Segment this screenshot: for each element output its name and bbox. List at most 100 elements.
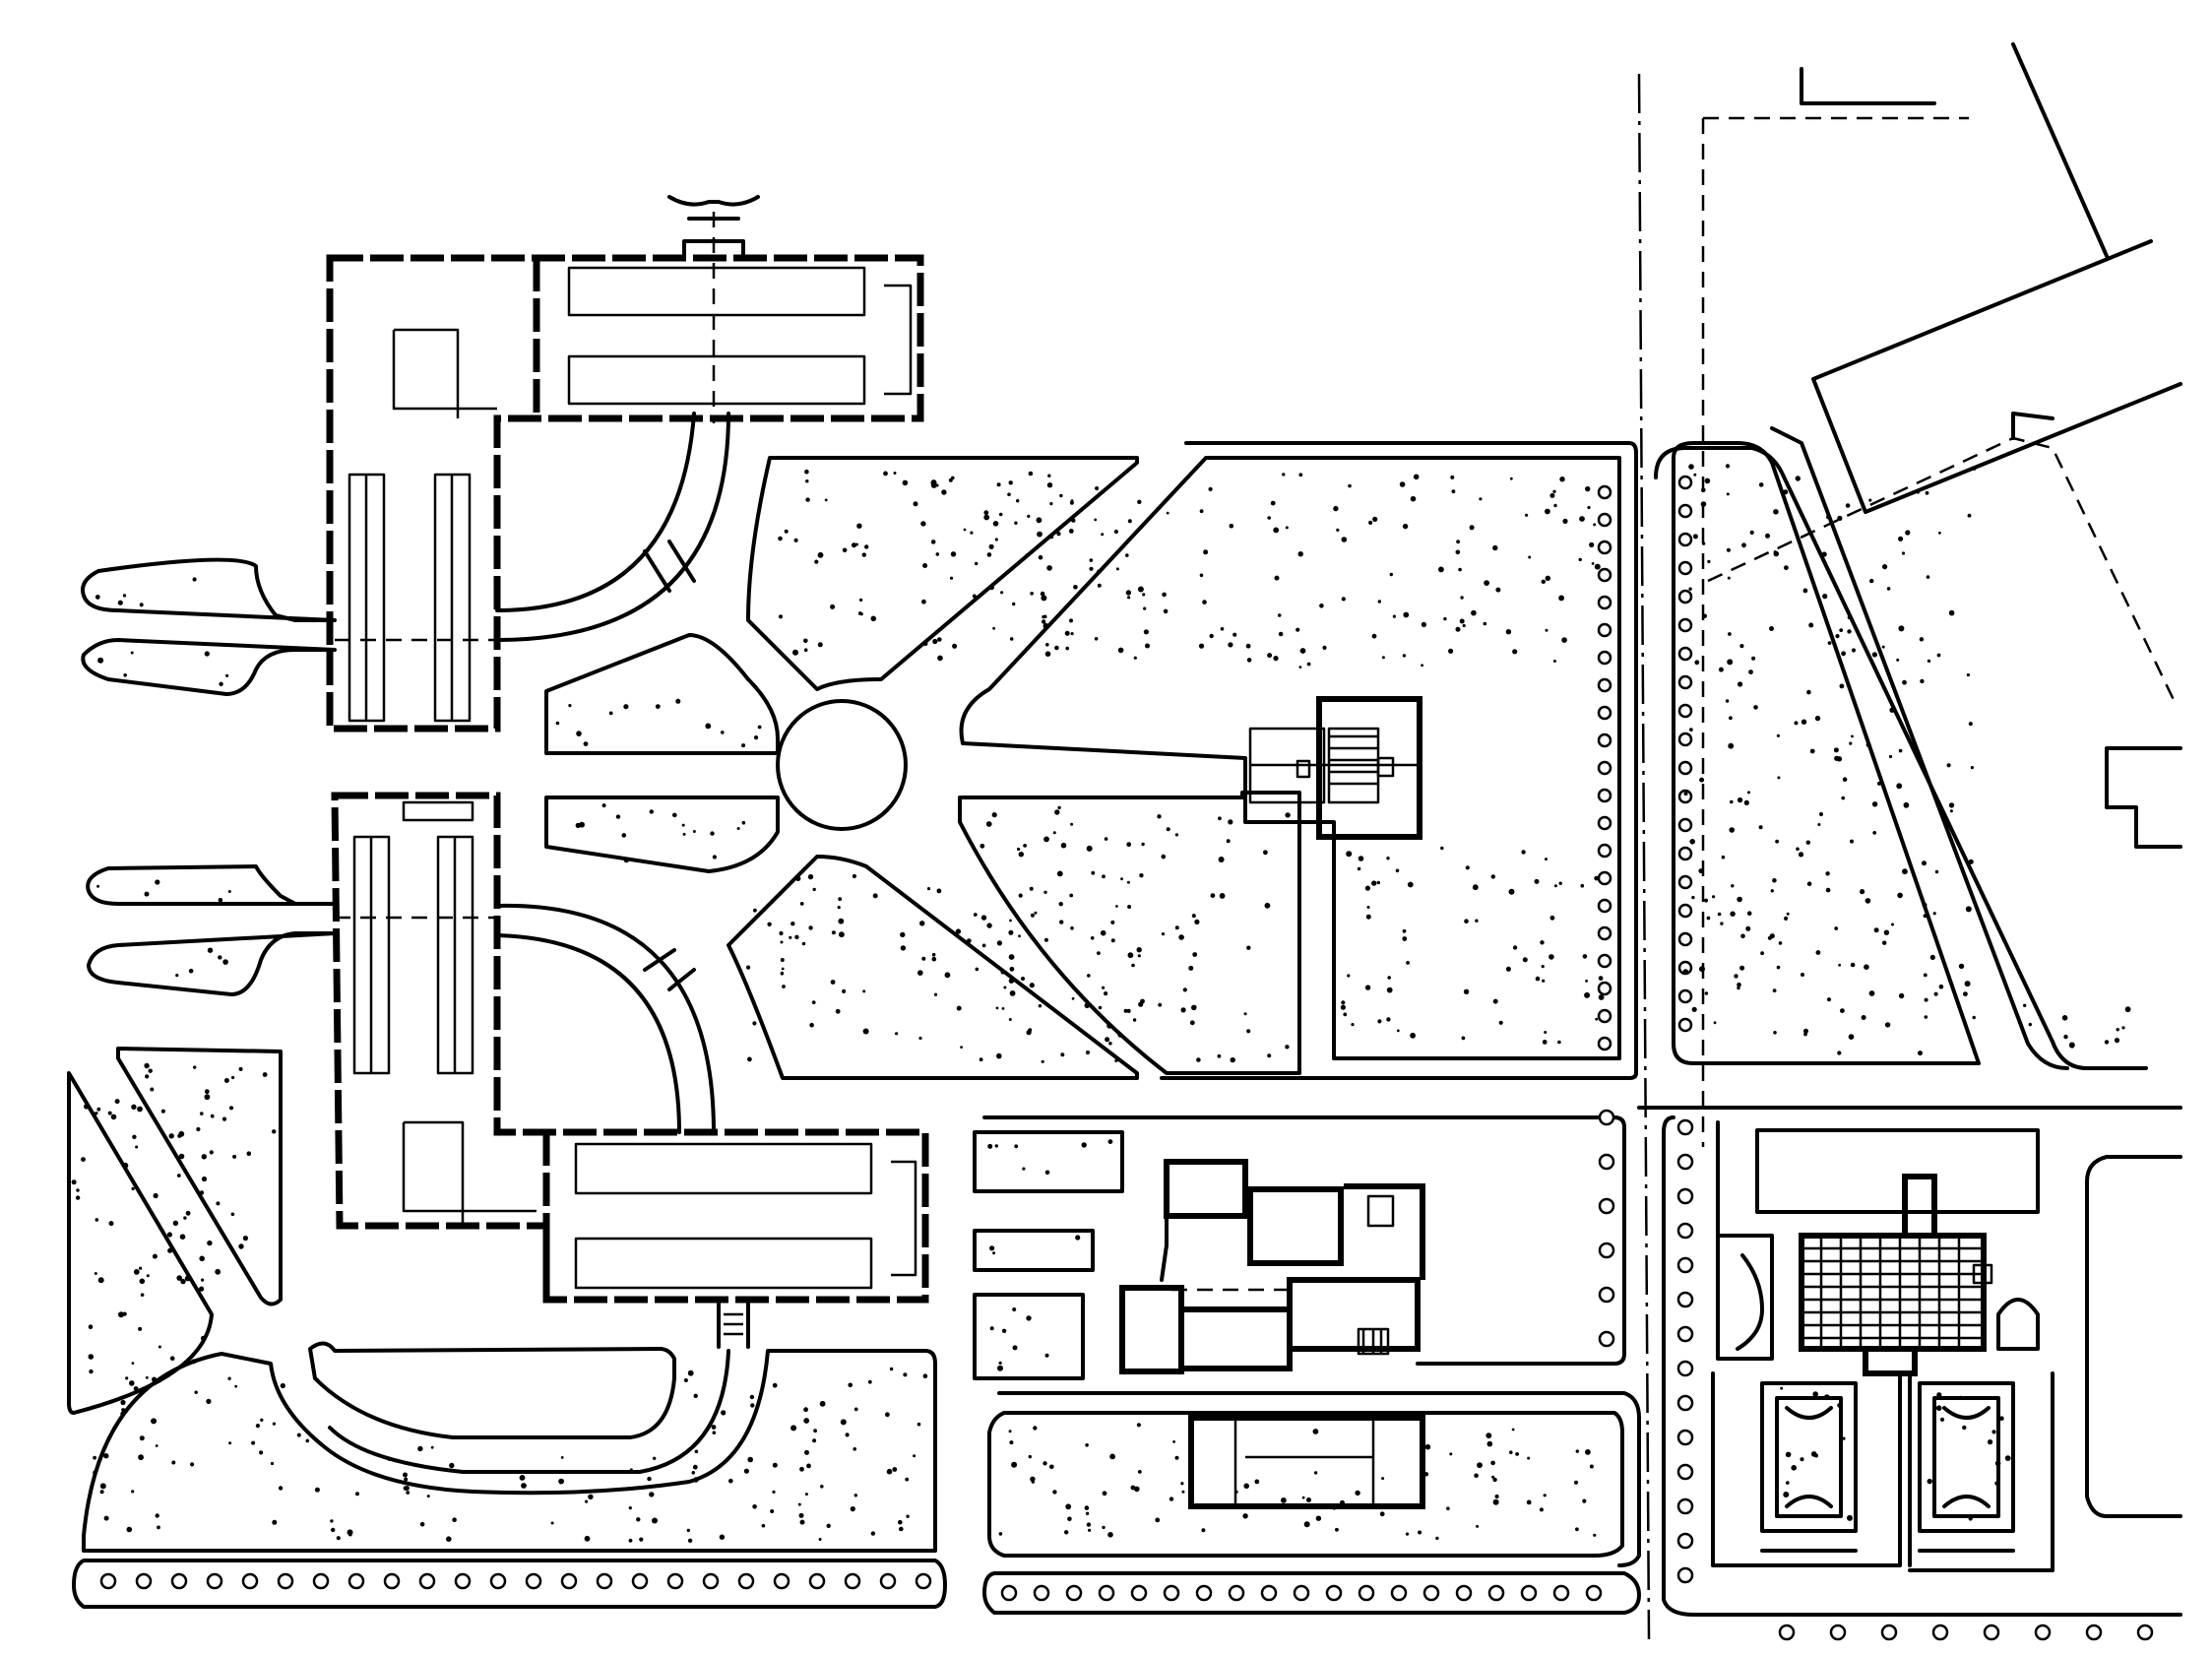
tree-icon bbox=[1676, 1325, 1694, 1343]
stipple-dot bbox=[1341, 597, 1346, 602]
stipple-dot bbox=[992, 521, 999, 527]
stipple-dot bbox=[272, 1519, 278, 1525]
stipple-dot bbox=[145, 1375, 149, 1379]
stipple-dot bbox=[812, 1438, 817, 1443]
stipple-dot bbox=[1315, 1515, 1322, 1521]
stipple-dot bbox=[1094, 637, 1099, 641]
stipple-dot bbox=[1845, 503, 1851, 508]
stipple-dot bbox=[1702, 613, 1708, 618]
tree-icon bbox=[1677, 931, 1693, 947]
stipple-dot bbox=[103, 1515, 109, 1521]
stipple-dot bbox=[794, 934, 799, 939]
stipple-dot bbox=[1698, 868, 1704, 874]
stipple-dot bbox=[1423, 1472, 1429, 1477]
stipple-dot bbox=[1748, 669, 1753, 674]
stipple-dot bbox=[824, 498, 828, 502]
stipple-dot bbox=[123, 673, 127, 677]
stipple-dot bbox=[839, 931, 845, 938]
stipple-dot bbox=[1594, 875, 1599, 881]
stipple-dot bbox=[1043, 836, 1049, 843]
stipple-dot bbox=[692, 1464, 698, 1470]
stipple-dot bbox=[1014, 1144, 1019, 1149]
stipple-dot bbox=[1692, 534, 1698, 540]
stipple-dot bbox=[1141, 842, 1145, 847]
stipple-dot bbox=[1706, 916, 1711, 921]
stipple-dot bbox=[935, 552, 940, 556]
stipple-dot bbox=[1142, 593, 1146, 597]
stipple-dot bbox=[905, 1477, 910, 1482]
stipple-dot bbox=[1783, 489, 1789, 495]
stipple-dot bbox=[1834, 926, 1839, 930]
stipple-dot bbox=[1999, 1416, 2004, 1421]
stipple-dot bbox=[1030, 913, 1035, 918]
stipple-dot bbox=[1043, 622, 1049, 629]
stipple-dot bbox=[1071, 518, 1076, 523]
stipple-dot bbox=[795, 875, 801, 882]
stipple-dot bbox=[814, 559, 819, 564]
stipple-dot bbox=[1098, 1005, 1103, 1010]
stipple-dot bbox=[1806, 689, 1811, 695]
stipple-dot bbox=[2061, 1015, 2068, 1021]
stipple-dot bbox=[1492, 1477, 1497, 1483]
tree-icon bbox=[596, 1572, 613, 1590]
stipple-dot bbox=[1107, 1139, 1113, 1144]
stipple-dot bbox=[1946, 763, 1951, 768]
lower-building-wing bbox=[331, 792, 929, 1304]
stipple-dot bbox=[1704, 898, 1708, 903]
stipple-dot bbox=[152, 1253, 158, 1259]
stipple-dot bbox=[1936, 1392, 1942, 1398]
stipple-dot bbox=[1772, 988, 1777, 992]
stipple-dot bbox=[1881, 645, 1885, 649]
stipple-dot bbox=[129, 1380, 135, 1386]
stipple-dot bbox=[1000, 970, 1005, 975]
stipple-dot bbox=[712, 855, 718, 860]
stipple-dot bbox=[1726, 492, 1730, 496]
tree-icon bbox=[1676, 1222, 1694, 1240]
stipple-dot bbox=[2104, 1040, 2110, 1045]
stipple-dot bbox=[89, 1369, 94, 1374]
stipple-dot bbox=[1041, 1059, 1044, 1063]
stipple-dot bbox=[805, 479, 809, 483]
stipple-dot bbox=[752, 1504, 757, 1509]
stipple-dot bbox=[970, 531, 974, 535]
stipple-dot bbox=[1387, 976, 1391, 980]
stipple-dot bbox=[145, 1074, 150, 1079]
tree-icon bbox=[1358, 1584, 1375, 1602]
stipple-dot bbox=[1086, 1522, 1092, 1527]
stipple-dot bbox=[168, 1133, 174, 1139]
stipple-dot bbox=[521, 1483, 527, 1489]
stipple-dot bbox=[1958, 1395, 1963, 1400]
stipple-dot bbox=[1541, 965, 1545, 969]
stipple-dot bbox=[1117, 647, 1124, 654]
tree-icon bbox=[1552, 1584, 1570, 1602]
stipple-dot bbox=[1834, 755, 1840, 761]
stipple-dot bbox=[1903, 801, 1910, 808]
stipple-dot bbox=[579, 821, 585, 828]
stipple-dot bbox=[120, 1399, 126, 1406]
stipple-dot bbox=[1923, 914, 1928, 919]
stipple-dot bbox=[1389, 572, 1394, 577]
stipple-dot bbox=[1794, 721, 1799, 726]
stipple-dot bbox=[778, 614, 784, 619]
stipple-dot bbox=[1016, 499, 1020, 503]
stipple-dot bbox=[1232, 632, 1237, 637]
stipple-dot bbox=[767, 922, 772, 926]
stipple-dot bbox=[172, 1220, 179, 1227]
stipple-dot bbox=[95, 1112, 98, 1115]
stipple-dot bbox=[176, 1174, 181, 1178]
stipple-dot bbox=[817, 642, 823, 648]
stipple-dot bbox=[1043, 890, 1047, 894]
stipple-dot bbox=[1094, 518, 1098, 522]
stipple-dot bbox=[146, 1274, 150, 1278]
stipple-dot bbox=[201, 1278, 205, 1282]
stipple-dot bbox=[1839, 628, 1844, 632]
stipple-dot bbox=[1011, 1461, 1018, 1468]
stipple-dot bbox=[1296, 627, 1300, 632]
stipple-dot bbox=[1123, 1008, 1128, 1013]
stipple-dot bbox=[1399, 481, 1406, 487]
stipple-dot bbox=[1043, 614, 1047, 619]
stipple-dot bbox=[937, 637, 942, 642]
stipple-dot bbox=[196, 1126, 201, 1132]
stipple-dot bbox=[1136, 1423, 1141, 1428]
stipple-dot bbox=[2063, 1034, 2068, 1040]
